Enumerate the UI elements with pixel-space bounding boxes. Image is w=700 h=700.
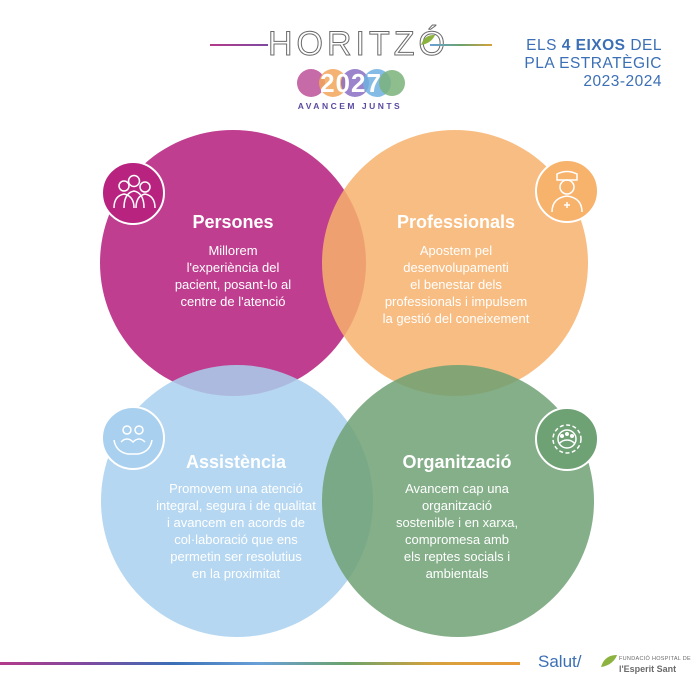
text-line: professionals i impulsem [384, 294, 528, 309]
title-persones: Persones [192, 212, 274, 232]
logo-line-right [430, 44, 492, 46]
text-line: ambientals [425, 566, 489, 581]
circle-assistencia [101, 365, 373, 637]
text-line: sostenible i en xarxa, [395, 515, 519, 530]
text-line: l'experiència del [186, 260, 280, 275]
title-organitzacio: Organització [402, 452, 512, 472]
text-line: en la proximitat [191, 566, 281, 581]
text-line: Promovem una atenció [169, 481, 303, 496]
care-hands-icon [101, 406, 165, 470]
foundation-name: l'Esperit Sant [619, 664, 677, 674]
plan-title-line1: ELS 4 EIXOS DEL [524, 37, 662, 55]
plan-title: ELS 4 EIXOS DEL PLA ESTRATÈGIC 2023-2024 [524, 37, 662, 91]
plan-title-line2: PLA ESTRATÈGIC [524, 55, 662, 72]
title-professionals: Professionals [396, 212, 516, 232]
text-line: pacient, posant-lo al [174, 277, 292, 292]
plan-title-line3: 2023-2024 [583, 73, 662, 90]
title-assistencia: Assistència [185, 452, 287, 472]
text-persones: Millorem l'experiència del pacient, posa… [138, 242, 328, 310]
text-organitzacio: Avancem cap una organització sostenible … [357, 480, 557, 582]
text-line: integral, segura i de qualitat [156, 498, 316, 513]
plan-title-suffix: DEL [625, 37, 662, 54]
text-line: la gestió del coneixement [382, 311, 530, 326]
text-line: Avancem cap una [405, 481, 509, 496]
circle-organitzacio [322, 365, 594, 637]
salut-logo: Salut/ [538, 652, 582, 671]
foundation-label: FUNDACIÓ HOSPITAL DE [619, 656, 692, 662]
text-line: compromesa amb [404, 532, 510, 547]
text-line: organització [421, 498, 493, 513]
text-line: Apostem pel [419, 243, 493, 258]
people-icon [101, 161, 165, 225]
leaf-icon [421, 35, 435, 45]
text-line: centre de l'atenció [180, 294, 286, 309]
foundation-leaf-icon [601, 655, 617, 667]
text-line: els reptes socials i [403, 549, 511, 564]
plan-title-prefix: ELS [526, 37, 562, 54]
footer-gradient-line [0, 662, 520, 665]
logo-line-left [210, 44, 268, 46]
circle-professionals [322, 130, 588, 396]
text-line: el benestar dels [410, 277, 502, 292]
text-line: desenvolupamenti [403, 260, 509, 275]
gear-team-icon [535, 407, 599, 471]
year-badge-circles [297, 69, 405, 97]
text-assistencia: Promovem una atenció integral, segura i … [136, 480, 336, 582]
text-line: col·laboració que ens [174, 532, 298, 547]
text-professionals: Apostem pel desenvolupamenti el benestar… [351, 242, 561, 327]
nurse-icon [535, 159, 599, 223]
plan-title-number: 4 EIXOS [561, 37, 626, 54]
text-line: i avancem en acords de [166, 515, 306, 530]
logo-wordmark: HORITZÓ [268, 25, 449, 64]
text-line: Millorem [208, 243, 258, 258]
logo-subtitle: AVANCEM JUNTS [297, 101, 403, 111]
circle-persones [100, 130, 366, 396]
text-line: permetin ser resolutius [170, 549, 302, 564]
logo-year: 2027 [320, 68, 382, 98]
